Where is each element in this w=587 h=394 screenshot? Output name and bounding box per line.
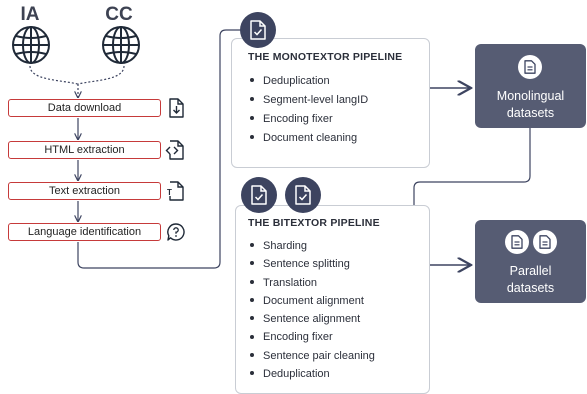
output-doc-badge: [533, 230, 557, 254]
download-doc-icon: [169, 98, 184, 118]
list-item: Deduplication: [250, 72, 368, 91]
monotextor-title: THE MONOTEXTOR PIPELINE: [248, 51, 403, 63]
svg-text:T: T: [167, 188, 172, 197]
list-item: Sentence alignment: [250, 310, 375, 328]
list-item: Document cleaning: [250, 129, 368, 148]
globe-icon: [12, 26, 50, 64]
monotextor-steps-list: Deduplication Segment-level langID Encod…: [250, 72, 368, 148]
parallel-line2: datasets: [506, 281, 555, 295]
globe-icon: [102, 26, 140, 64]
monotextor-panel: THE MONOTEXTOR PIPELINE Deduplication Se…: [231, 38, 430, 168]
link-to-bitextor: [413, 128, 531, 205]
output-doc-badge: [505, 230, 529, 254]
monolingual-line2: datasets: [506, 106, 555, 120]
step-html-extraction: HTML extraction: [8, 141, 161, 159]
list-item: Deduplication: [250, 365, 375, 383]
document-icon: [511, 235, 523, 249]
list-item: Segment-level langID: [250, 91, 368, 110]
list-item: Sentence splitting: [250, 255, 375, 273]
step-data-download: Data download: [8, 99, 161, 117]
link-to-monotextor: [77, 29, 242, 269]
parallel-datasets-box: Parallel datasets: [475, 220, 586, 303]
step-text-extraction: Text extraction: [8, 182, 161, 200]
code-doc-icon: [165, 140, 184, 160]
dashed-link-cc: [77, 65, 125, 85]
list-item: Document alignment: [250, 292, 375, 310]
list-item: Sentence pair cleaning: [250, 347, 375, 365]
checked-doc-icon: [251, 185, 267, 205]
monolingual-datasets-box: Monolingual datasets: [475, 44, 586, 128]
bitextor-badge-left: [241, 177, 277, 213]
document-icon: [539, 235, 551, 249]
output-doc-badge: [518, 55, 542, 79]
list-item: Sharding: [250, 237, 375, 255]
bitextor-title: THE BITEXTOR PIPELINE: [248, 217, 380, 229]
parallel-line1: Parallel: [509, 264, 552, 278]
list-item: Encoding fixer: [250, 328, 375, 346]
list-item: Translation: [250, 274, 375, 292]
source-label-ia: IA: [20, 4, 40, 25]
checked-doc-icon: [250, 20, 266, 40]
checked-doc-icon: [295, 185, 311, 205]
bitextor-steps-list: Sharding Sentence splitting Translation …: [250, 237, 375, 383]
dashed-link-ia: [29, 65, 79, 85]
bitextor-panel: THE BITEXTOR PIPELINE Sharding Sentence …: [235, 205, 430, 394]
speech-bubble-icon: [167, 223, 185, 241]
list-item: Encoding fixer: [250, 110, 368, 129]
monolingual-line1: Monolingual: [496, 89, 565, 103]
document-icon: [524, 60, 536, 74]
monotextor-badge: [240, 12, 276, 48]
bitextor-badge-right: [285, 177, 321, 213]
text-doc-icon: T: [167, 181, 184, 201]
step-language-identification: Language identification: [8, 223, 161, 241]
source-label-cc: CC: [105, 4, 133, 25]
